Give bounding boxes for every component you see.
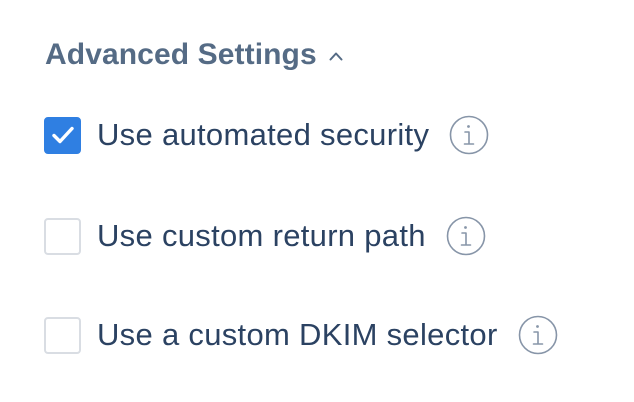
info-icon[interactable] (518, 315, 558, 355)
custom-return-path-checkbox[interactable] (44, 217, 81, 255)
option-label: Use automated security (97, 117, 430, 152)
option-custom-dkim-selector[interactable]: Use a custom DKIM selector (44, 315, 558, 355)
advanced-settings-toggle[interactable]: Advanced Settings (45, 38, 343, 72)
info-icon[interactable] (446, 216, 486, 256)
info-icon[interactable] (449, 115, 489, 155)
custom-dkim-selector-checkbox[interactable] (44, 316, 81, 354)
option-custom-return-path[interactable]: Use custom return path (44, 216, 486, 256)
option-automated-security[interactable]: Use automated security (44, 115, 489, 155)
option-label: Use custom return path (97, 218, 426, 253)
section-title: Advanced Settings (45, 38, 317, 71)
chevron-up-icon (329, 52, 343, 61)
option-label: Use a custom DKIM selector (97, 317, 498, 352)
checkmark-icon (51, 126, 74, 144)
automated-security-checkbox[interactable] (44, 116, 81, 154)
